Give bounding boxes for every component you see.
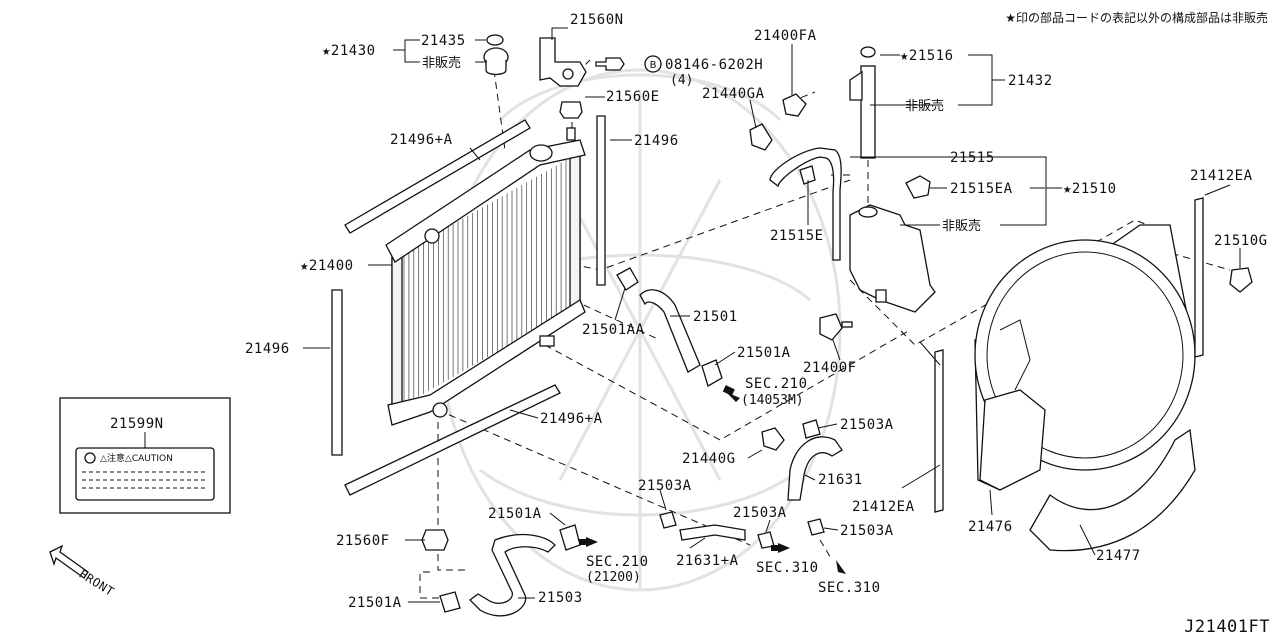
label-21503: 21503	[538, 590, 583, 606]
label-21501a-bot: 21501A	[348, 595, 402, 611]
label-21400fa: 21400FA	[754, 28, 817, 44]
label-21501aa: 21501AA	[582, 322, 645, 338]
front-arrow-icon	[49, 544, 89, 579]
radiator-cap-21430[interactable]	[483, 34, 509, 76]
clip-21440ga[interactable]	[749, 123, 773, 151]
label-08146: 08146-6202H	[665, 57, 763, 73]
label-sec210a-sub: (14053M)	[741, 393, 804, 408]
label-21515ea: 21515EA	[950, 181, 1013, 197]
label-21503a-1: 21503A	[840, 417, 894, 433]
label-21412ea-top: 21412EA	[1190, 168, 1253, 184]
seal-21412ea[interactable]	[934, 197, 1204, 513]
clip-21515e[interactable]	[799, 165, 816, 185]
label-21501a-mid: 21501A	[737, 345, 791, 361]
label-21496-left: 21496	[245, 341, 290, 357]
bolt-21400fa[interactable]	[782, 93, 807, 117]
label-21510g: 21510G	[1214, 233, 1268, 249]
filler-tube-21432[interactable]	[849, 46, 876, 159]
reservoir-hose-21515[interactable]	[769, 147, 842, 261]
label-21510: ★21510	[1063, 181, 1117, 197]
label-21501a-low: 21501A	[488, 506, 542, 522]
label-21515e: 21515E	[770, 228, 824, 244]
label-21631a: 21631+A	[676, 553, 739, 569]
label-sec310a: SEC.310	[756, 560, 819, 576]
label-21515: 21515	[950, 150, 995, 166]
label-hihan-3: 非販売	[942, 218, 981, 234]
fan-shroud-21476[interactable]	[974, 224, 1196, 491]
lower-shroud-21477[interactable]	[1029, 428, 1196, 552]
label-21432: 21432	[1008, 73, 1053, 89]
label-08146-qty: (4)	[670, 73, 693, 88]
clip-21440g[interactable]	[761, 427, 785, 451]
label-front: FRONT	[76, 567, 116, 599]
label-21503a-3: 21503A	[733, 505, 787, 521]
label-21496a-bottom: 21496+A	[540, 411, 603, 427]
label-21440g: 21440G	[682, 451, 736, 467]
label-21560n: 21560N	[570, 12, 624, 28]
bolt-08146[interactable]: B	[595, 55, 662, 73]
caution-label-box	[59, 397, 231, 514]
label-21503a-4: 21503A	[840, 523, 894, 539]
label-caution: △注意△CAUTION	[100, 452, 173, 464]
label-sec310b: SEC.310	[818, 580, 881, 596]
label-hihan-1: 非販売	[422, 55, 461, 71]
label-sec210a: SEC.210	[745, 376, 808, 392]
label-21476: 21476	[968, 519, 1013, 535]
label-21440ga: 21440GA	[702, 86, 765, 102]
reservoir-tank-21510[interactable]	[849, 204, 936, 313]
label-21496a-top: 21496+A	[390, 132, 453, 148]
mount-21560f[interactable]	[421, 529, 449, 551]
label-sec210b: SEC.210	[586, 554, 649, 570]
leader-lines	[303, 27, 1241, 603]
top-note: ★印の部品コードの表記以外の構成部品は非販売	[1005, 10, 1268, 25]
part-labels: ★21430 21435 非販売 21560N 08146-6202H (4) …	[76, 12, 1267, 611]
clip-21515ea[interactable]	[905, 175, 931, 199]
label-21560f: 21560F	[336, 533, 390, 549]
clamps-21503a[interactable]	[659, 419, 825, 549]
mount-21560e[interactable]	[559, 101, 583, 141]
hose-21631a[interactable]	[679, 524, 746, 541]
label-21503a-2: 21503A	[638, 478, 692, 494]
label-21599n: 21599N	[110, 416, 164, 432]
radiator-21400[interactable]	[385, 139, 586, 426]
svg-text:B: B	[650, 60, 657, 71]
hose-21631[interactable]	[787, 436, 843, 501]
label-sec210b-sub: (21200)	[586, 570, 641, 585]
label-21400f: 21400F	[803, 360, 857, 376]
label-21560e: 21560E	[606, 89, 660, 105]
lower-hose-21503[interactable]	[439, 524, 581, 617]
label-hihan-2: 非販売	[905, 98, 944, 114]
bolt-21400f[interactable]	[819, 313, 853, 341]
bolt-21510g[interactable]	[1229, 267, 1253, 293]
label-21501: 21501	[693, 309, 738, 325]
seal-strips-21496[interactable]	[331, 115, 606, 496]
label-21430: ★21430	[322, 43, 376, 59]
label-21496-top: 21496	[634, 133, 679, 149]
label-21477: 21477	[1096, 548, 1141, 564]
section-arrow-icons	[579, 385, 846, 574]
bracket-21560n[interactable]	[539, 37, 587, 87]
label-21400: ★21400	[300, 258, 354, 274]
label-21516: ★21516	[900, 48, 954, 64]
label-21435: 21435	[421, 33, 466, 49]
upper-hose-21501[interactable]	[616, 267, 723, 387]
label-21412ea-bottom: 21412EA	[852, 499, 915, 515]
diagram-code: J21401FT	[1184, 617, 1270, 637]
label-21631: 21631	[818, 472, 863, 488]
